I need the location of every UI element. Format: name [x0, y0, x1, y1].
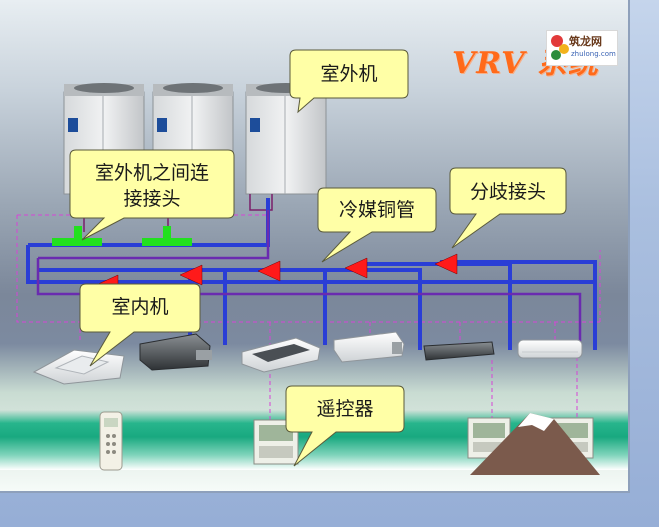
indoor-unit-ducted-dark: [139, 333, 212, 371]
logo-subtext: zhulong.com: [571, 50, 616, 58]
indoor-unit-wall-mounted: [517, 339, 583, 359]
refrigerant-pipe-liquid: [36, 210, 582, 345]
indoor-unit-cassette-4way: [32, 349, 125, 385]
indoor-unit-cassette-2way: [241, 337, 321, 373]
callout-branch-joint: 分歧接头: [449, 167, 567, 249]
remote-controller-handheld: [99, 411, 123, 471]
mountain-graphic: [470, 413, 600, 475]
callout-remote-controller-text: 遥控器: [316, 398, 373, 420]
callout-refrigerant-pipe: 冷媒铜管: [317, 187, 437, 263]
refrigerant-pipe-network: [26, 198, 597, 350]
callout-remote-controller: 遥控器: [285, 385, 405, 467]
logo-icon: [551, 35, 569, 60]
callout-indoor-unit-text: 室内机: [111, 296, 168, 318]
callout-branch-joint-text: 分歧接头: [470, 181, 546, 203]
callout-refrigerant-pipe-text: 冷媒铜管: [339, 199, 415, 221]
callout-outdoor-unit: 室外机: [289, 49, 409, 114]
callout-outdoor-connector-text-2: 接接头: [123, 188, 180, 210]
outdoor-unit-3: [245, 83, 327, 195]
indoor-unit-ducted-slim: [333, 331, 405, 363]
callout-outdoor-connector-text-1: 室外机之间连: [95, 162, 209, 184]
outdoor-connector-joints: [52, 226, 192, 246]
vrv-diagram: 室外机 室外机之间连 接接头 冷媒铜管 分歧接头 室内机 遥控器: [16, 49, 601, 471]
indoor-unit-concealed: [423, 341, 495, 361]
slide: 室外机 室外机之间连 接接头 冷媒铜管 分歧接头 室内机 遥控器 VRV 系统: [0, 0, 630, 493]
callout-indoor-unit: 室内机: [79, 283, 201, 367]
callout-outdoor-connector: 室外机之间连 接接头: [69, 149, 235, 241]
logo-text: 筑龙网: [569, 35, 602, 48]
callout-outdoor-unit-text: 室外机: [320, 63, 377, 85]
logo: 筑龙网 zhulong.com: [546, 30, 618, 66]
control-wiring: [16, 214, 601, 430]
